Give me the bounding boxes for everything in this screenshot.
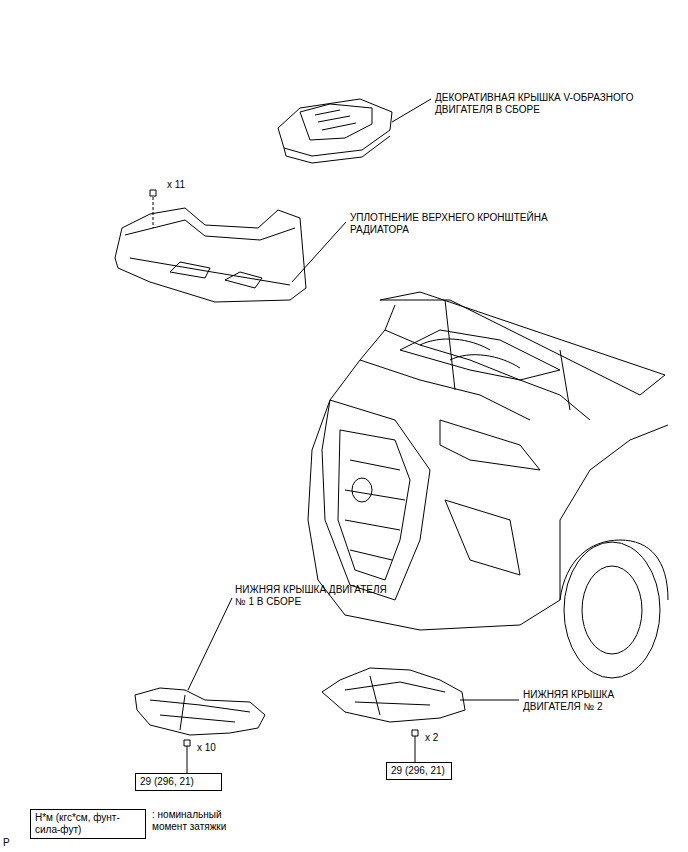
leader-lines bbox=[188, 99, 519, 700]
torque-box: 29 (296, 21) bbox=[386, 762, 452, 780]
lower-cover-1 bbox=[135, 688, 265, 773]
engine-cover bbox=[278, 99, 392, 163]
unit-legend-box: Н*м (кгс*см, фунт-сила-фут) bbox=[30, 809, 146, 839]
torque-value: 29 (296, 21) bbox=[140, 776, 217, 788]
page-mark: P bbox=[3, 837, 10, 849]
torque-value: 29 (296, 21) bbox=[391, 765, 447, 777]
legend-note: : номинальный момент затяжки bbox=[152, 809, 244, 833]
torque-units: Н*м (кгс*см, фунт-сила-фут) bbox=[35, 812, 141, 836]
part-name: УПЛОТНЕНИЕ ВЕРХНЕГО КРОНШТЕЙНА РАДИАТОРА bbox=[350, 212, 570, 236]
part-name: ДЕКОРАТИВНАЯ КРЫШКА V-ОБРАЗНОГО ДВИГАТЕЛ… bbox=[435, 92, 650, 116]
part-name: НИЖНЯЯ КРЫШКА ДВИГАТЕЛЯ № 1 В СБОРЕ bbox=[235, 584, 400, 608]
bolt-count: x 2 bbox=[425, 732, 438, 744]
bolt-count: x 10 bbox=[197, 742, 216, 754]
part-name: НИЖНЯЯ КРЫШКА ДВИГАТЕЛЯ № 2 bbox=[523, 689, 668, 713]
lower-cover-2 bbox=[322, 668, 465, 762]
torque-box: 29 (296, 21) bbox=[135, 773, 222, 791]
car-front bbox=[308, 292, 668, 678]
bolt-count: x 11 bbox=[167, 179, 185, 191]
radiator-seal bbox=[115, 190, 306, 302]
